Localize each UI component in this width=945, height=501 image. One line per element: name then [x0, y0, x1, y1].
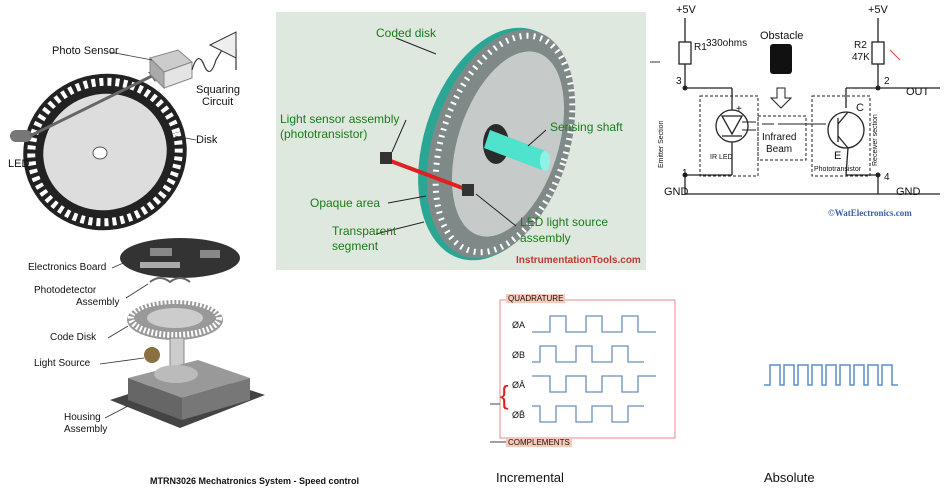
quadrature-waveform-diagram: { QUADRATURE ØA ØB ØĀ ØB̄ COMPLEMENTS: [485, 292, 680, 452]
signal-a-label: ØA: [512, 320, 526, 330]
exploded-encoder-diagram: Photo Sensor Squaring Circuit Disk LED E…: [0, 0, 275, 496]
node-3-label: 3: [676, 76, 682, 87]
circuit-schematic: [650, 18, 940, 195]
led-source-label-1: LED light source: [520, 215, 609, 229]
led-source-label-2: assembly: [520, 231, 571, 245]
signal-b-bar-label: ØB̄: [512, 410, 526, 420]
light-source-label: Light Source: [34, 358, 91, 369]
ir-led-label: IR LED: [710, 154, 733, 161]
code-disk: [127, 298, 223, 340]
node-1-label: 1: [682, 168, 688, 179]
incremental-caption: Incremental: [496, 470, 564, 485]
phototransistor-label: Phototransistor: [814, 166, 862, 173]
light-sensor-label-1: Light sensor assembly: [280, 112, 400, 126]
quadrature-waveforms: {: [485, 299, 676, 443]
housing-label-1: Housing: [64, 412, 101, 423]
waveform-traces: [532, 315, 656, 423]
slotted-disk: [23, 73, 187, 231]
absolute-caption: Absolute: [764, 470, 815, 485]
r1-label: R1: [694, 42, 707, 53]
r1-value-label: 330ohms: [706, 38, 748, 49]
gnd-right-label: GND: [896, 186, 921, 198]
coded-disk-figure: [375, 27, 576, 261]
infrared-label-2: Beam: [766, 144, 793, 155]
photodetector-label-1: Photodetector: [34, 285, 97, 296]
absolute-waveform-diagram: [760, 355, 945, 395]
out-label: OUT: [906, 86, 930, 98]
housing-label-2: Assembly: [64, 424, 108, 435]
r2-label: R2: [854, 40, 867, 51]
infrared-label-1: Infrared: [762, 132, 797, 143]
obstacle-block: [770, 44, 792, 74]
led-label: LED: [8, 158, 30, 170]
photo-sensor-box: [149, 31, 237, 90]
opaque-area-label: Opaque area: [310, 196, 381, 210]
signal-a-bar-label: ØĀ: [512, 380, 526, 390]
light-beam: [387, 158, 469, 192]
instrumentationtools-watermark: InstrumentationTools.com: [516, 255, 641, 266]
electronics-board: [120, 238, 240, 278]
obstacle-label: Obstacle: [760, 30, 804, 42]
electronics-board-label: Electronics Board: [28, 262, 107, 273]
squaring-circuit-label-1: Squaring: [196, 84, 241, 96]
quadrature-title: QUADRATURE: [506, 294, 566, 303]
ir-sensor-circuit: +5V +5V R1 330ohms Obstacle R2 47K 3 2 O…: [650, 0, 945, 230]
emitter-label: E: [834, 150, 842, 162]
light-sensor-label-2: (phototransistor): [280, 127, 368, 141]
sensing-shaft-label: Sensing shaft: [550, 120, 623, 134]
vcc-right-label: +5V: [868, 4, 888, 16]
vcc-left-label: +5V: [676, 4, 696, 16]
svg-text:{: {: [500, 380, 509, 410]
disk-label: Disk: [196, 134, 218, 146]
transparent-segment-label-1: Transparent: [332, 224, 397, 238]
receiver-section-label: Receiver section: [872, 114, 879, 166]
complements-label: COMPLEMENTS: [506, 438, 572, 447]
emitter-section-label: Emitter Section: [658, 120, 665, 168]
signal-b-label: ØB: [512, 350, 526, 360]
node-2-label: 2: [884, 76, 890, 87]
coded-disk-label: Coded disk: [376, 26, 437, 40]
node-4-label: 4: [884, 172, 890, 183]
coded-disk-diagram: Coded disk Light sensor assembly (photot…: [276, 12, 646, 270]
absolute-waveform: [764, 364, 898, 386]
led-cube: [462, 184, 474, 196]
exploded-encoder-figure: [10, 31, 265, 428]
plus-label: +: [736, 104, 742, 115]
photo-sensor-label: Photo Sensor: [52, 45, 119, 57]
code-disk-label: Code Disk: [50, 332, 97, 343]
sensing-shaft: [484, 130, 550, 171]
watelectronics-watermark: ©WatElectronics.com: [828, 208, 912, 218]
squaring-circuit-label-2: Circuit: [202, 96, 234, 108]
housing: [110, 360, 265, 428]
photodetector-label-2: Assembly: [76, 297, 120, 308]
phototransistor-cube: [380, 152, 392, 164]
footer-course-title: MTRN3026 Mechatronics System - Speed con…: [150, 476, 360, 486]
gnd-left-label: GND: [664, 186, 689, 198]
transparent-segment-label-2: segment: [332, 239, 379, 253]
r2-value-label: 47K: [852, 52, 870, 63]
collector-label: C: [856, 102, 864, 114]
